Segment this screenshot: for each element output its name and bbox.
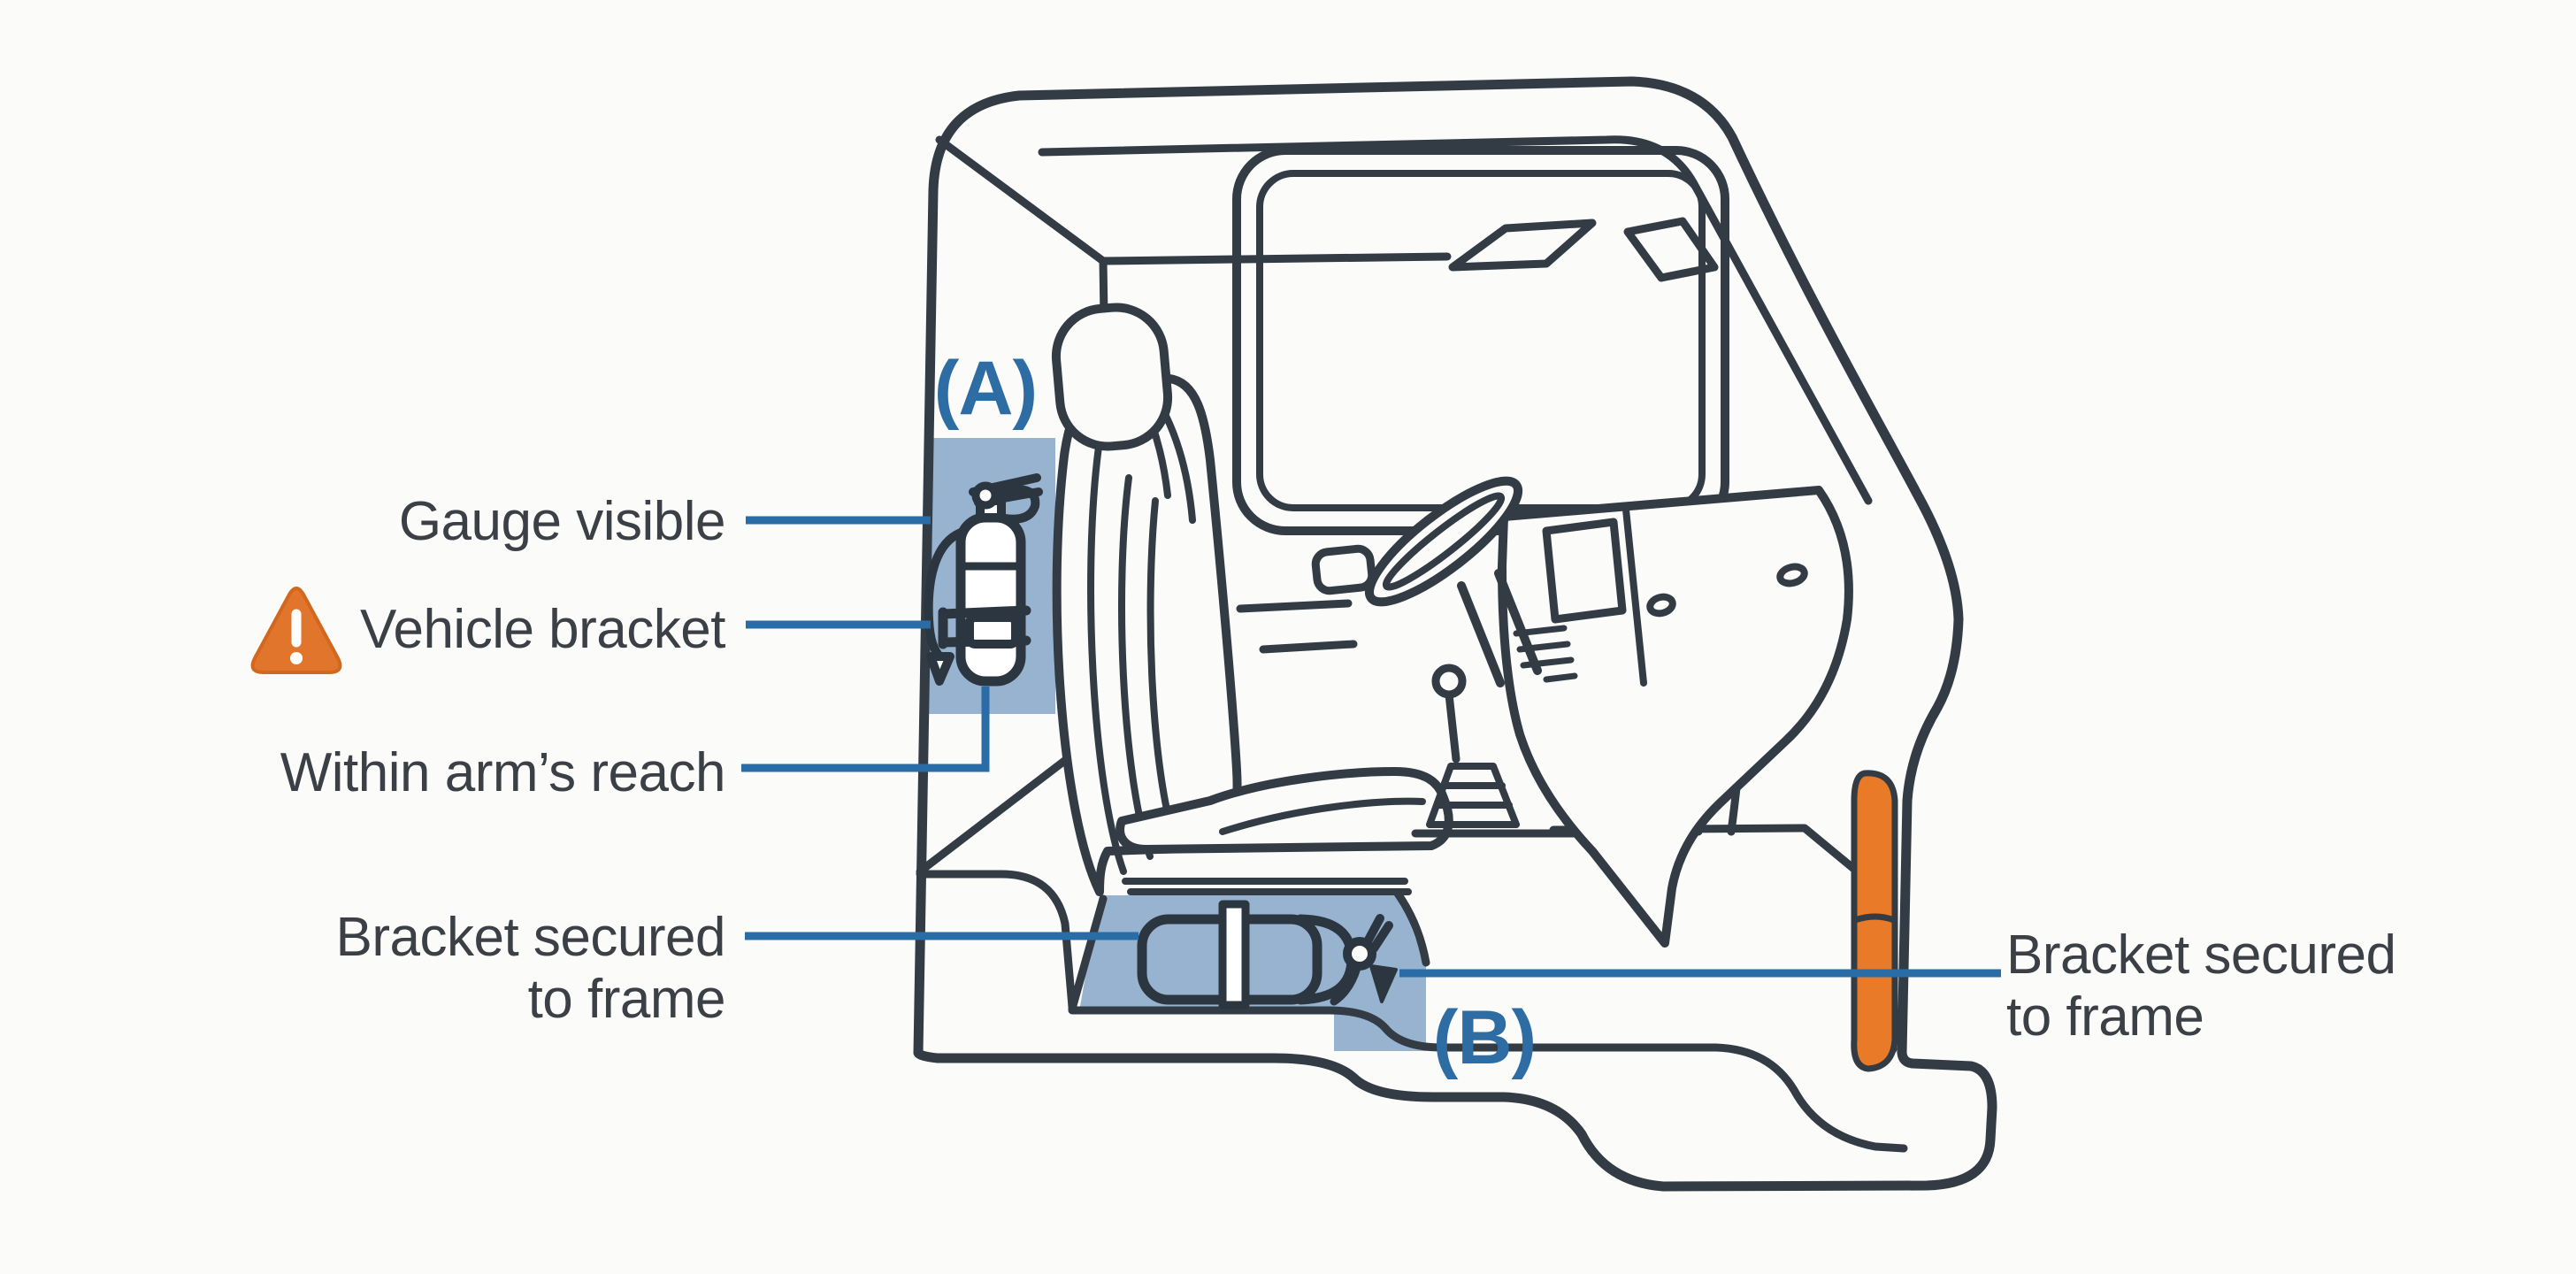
label-vehicle-bracket: Vehicle bracket xyxy=(360,599,725,660)
side-window xyxy=(1232,146,1729,535)
fire-extinguisher-horizontal-icon xyxy=(1137,900,1398,1009)
label-bracket-left-line1: Bracket secured xyxy=(336,907,726,968)
door-trim-lines xyxy=(1236,599,1358,654)
sun-visor-right xyxy=(1623,217,1719,282)
seat-plinth xyxy=(1122,878,1412,895)
zone-a-tag: (A) xyxy=(934,346,1037,431)
zone-b-tag: (B) xyxy=(1433,995,1536,1080)
seat-base-right-edge xyxy=(1393,889,1430,967)
dashboard xyxy=(1498,486,1853,948)
steering-wheel xyxy=(1364,476,1542,687)
gear-shifter xyxy=(1411,664,1581,838)
sun-visor-left xyxy=(1448,219,1597,272)
dashboard-screen xyxy=(1542,518,1627,624)
rear-floor-edge xyxy=(916,870,1077,1011)
steering-column xyxy=(1457,569,1542,687)
label-bracket-right-line2: to frame xyxy=(2006,986,2204,1048)
clearance-marker-light-icon xyxy=(1851,770,1898,1072)
cab-silhouette xyxy=(913,76,1997,1192)
floor-step-inner xyxy=(1068,1006,1908,1153)
label-bracket-left-line2: to frame xyxy=(528,969,725,1030)
dashboard-knob-left xyxy=(1646,593,1676,618)
label-within-arms-reach: Within arm’s reach xyxy=(280,742,725,803)
seat-headrest xyxy=(1051,303,1173,451)
leader-lines xyxy=(741,516,2001,978)
rear-floor-diagonal xyxy=(916,737,1094,876)
recess-left-wall xyxy=(1068,894,1108,1013)
fire-extinguisher-upright-icon xyxy=(924,473,1043,687)
leader-within-arms-reach xyxy=(741,687,990,772)
label-bracket-right-line1: Bracket secured xyxy=(2006,925,2396,986)
dashboard-divider xyxy=(1622,506,1647,687)
dashboard-vents xyxy=(1513,625,1578,683)
label-gauge-visible: Gauge visible xyxy=(399,491,725,552)
cab-outline xyxy=(913,76,1997,1192)
driver-seat xyxy=(1051,303,1453,896)
door-handle xyxy=(1311,544,1376,595)
seat-cushion-contour xyxy=(1219,797,1426,835)
headliner-edge xyxy=(935,135,1452,265)
dashboard-knob-right xyxy=(1776,563,1808,587)
warning-triangle-icon xyxy=(250,587,342,674)
